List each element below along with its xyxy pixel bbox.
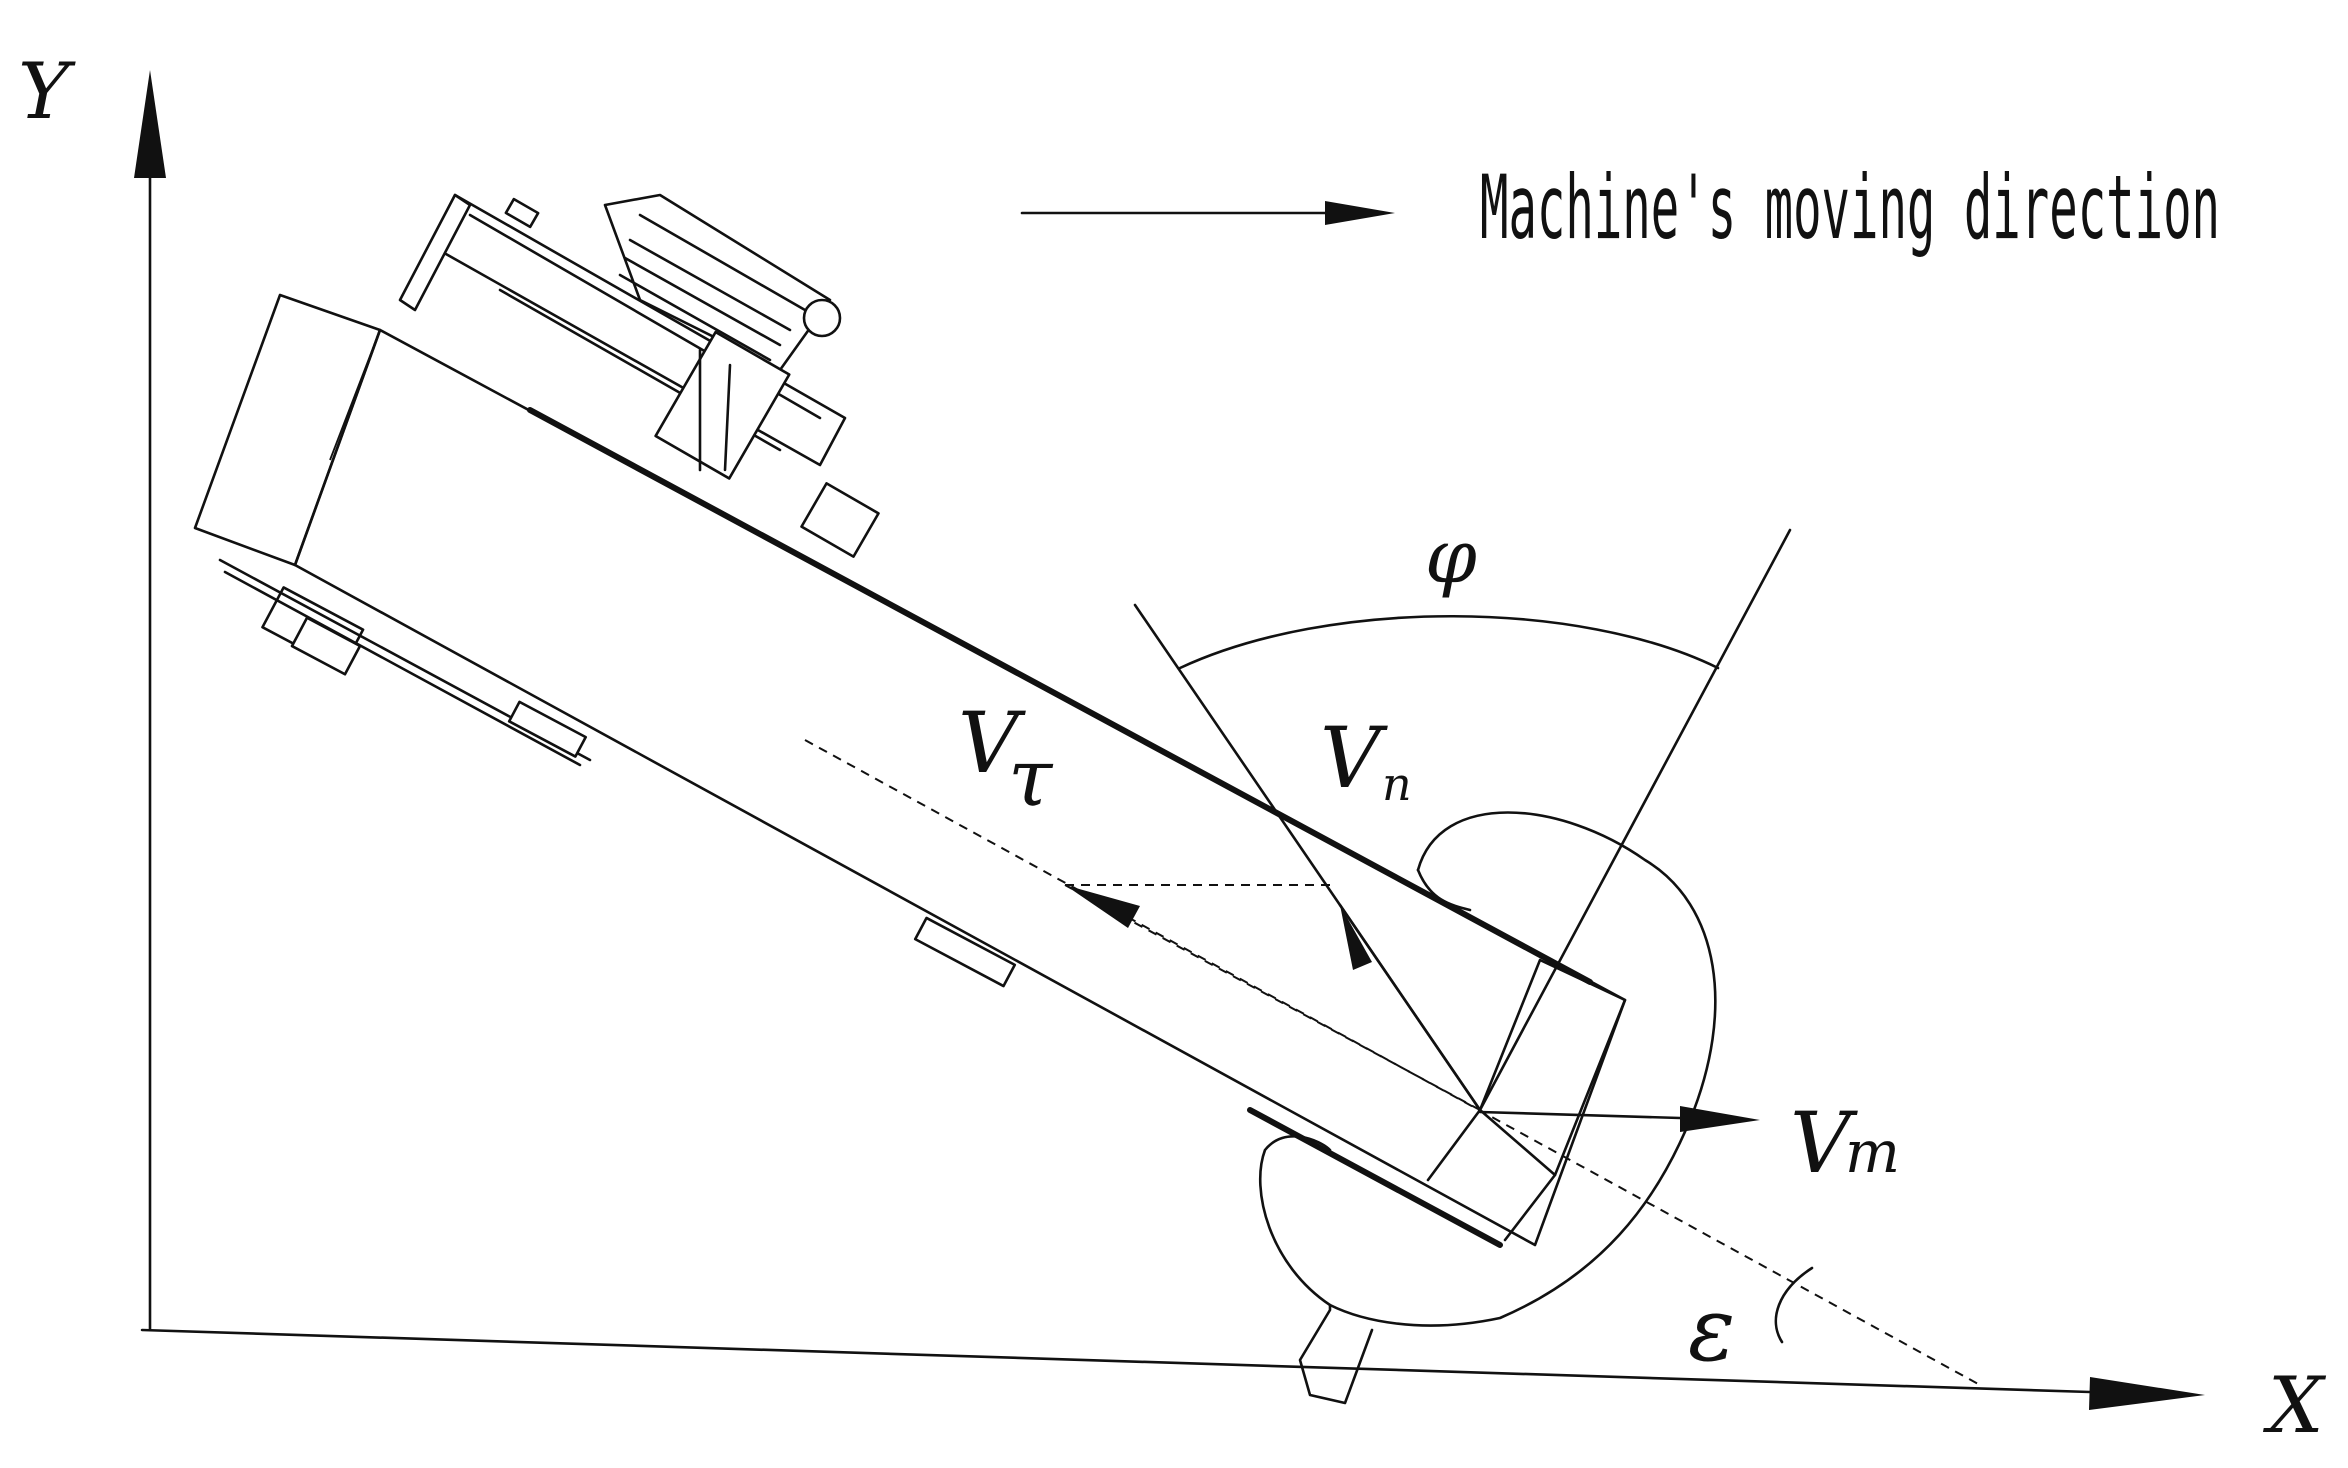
boom-arm [193, 293, 1627, 1248]
v-m-label-sub: m [1845, 1118, 1900, 1186]
epsilon-arc [1774, 1266, 1814, 1344]
v-n-label-v: V [1320, 709, 1388, 807]
phi-reference-line-right [1478, 528, 1792, 1112]
moving-direction-arrow [1020, 201, 1395, 225]
boom-clamps [218, 558, 1017, 988]
phi-label: φ [1425, 514, 1477, 600]
v-tau-label-v: V [958, 694, 1026, 792]
y-axis [134, 70, 166, 1332]
v-n-label-sub: n [1382, 757, 1412, 811]
v-tau-label: V τ [958, 694, 1054, 824]
v-n-label: V n [1320, 709, 1412, 811]
x-axis-label: X [2262, 1361, 2327, 1451]
v-tau-label-sub: τ [1008, 731, 1054, 824]
v-m-label: V m [1790, 1094, 1900, 1192]
phi-arc [1178, 614, 1720, 670]
v-tau-vector [1064, 884, 1481, 1111]
motor-gearbox [398, 193, 880, 558]
x-axis [140, 1328, 2205, 1410]
phi-reference-line-left [1133, 603, 1482, 1112]
digging-tip [1298, 1303, 1374, 1405]
moving-direction-label: Machine's moving direction [1480, 156, 2220, 259]
y-axis-label: Y [18, 47, 76, 137]
epsilon-label: ε [1688, 1278, 1735, 1381]
v-m-label-v: V [1790, 1094, 1858, 1192]
v-m-vector [1478, 1106, 1760, 1132]
